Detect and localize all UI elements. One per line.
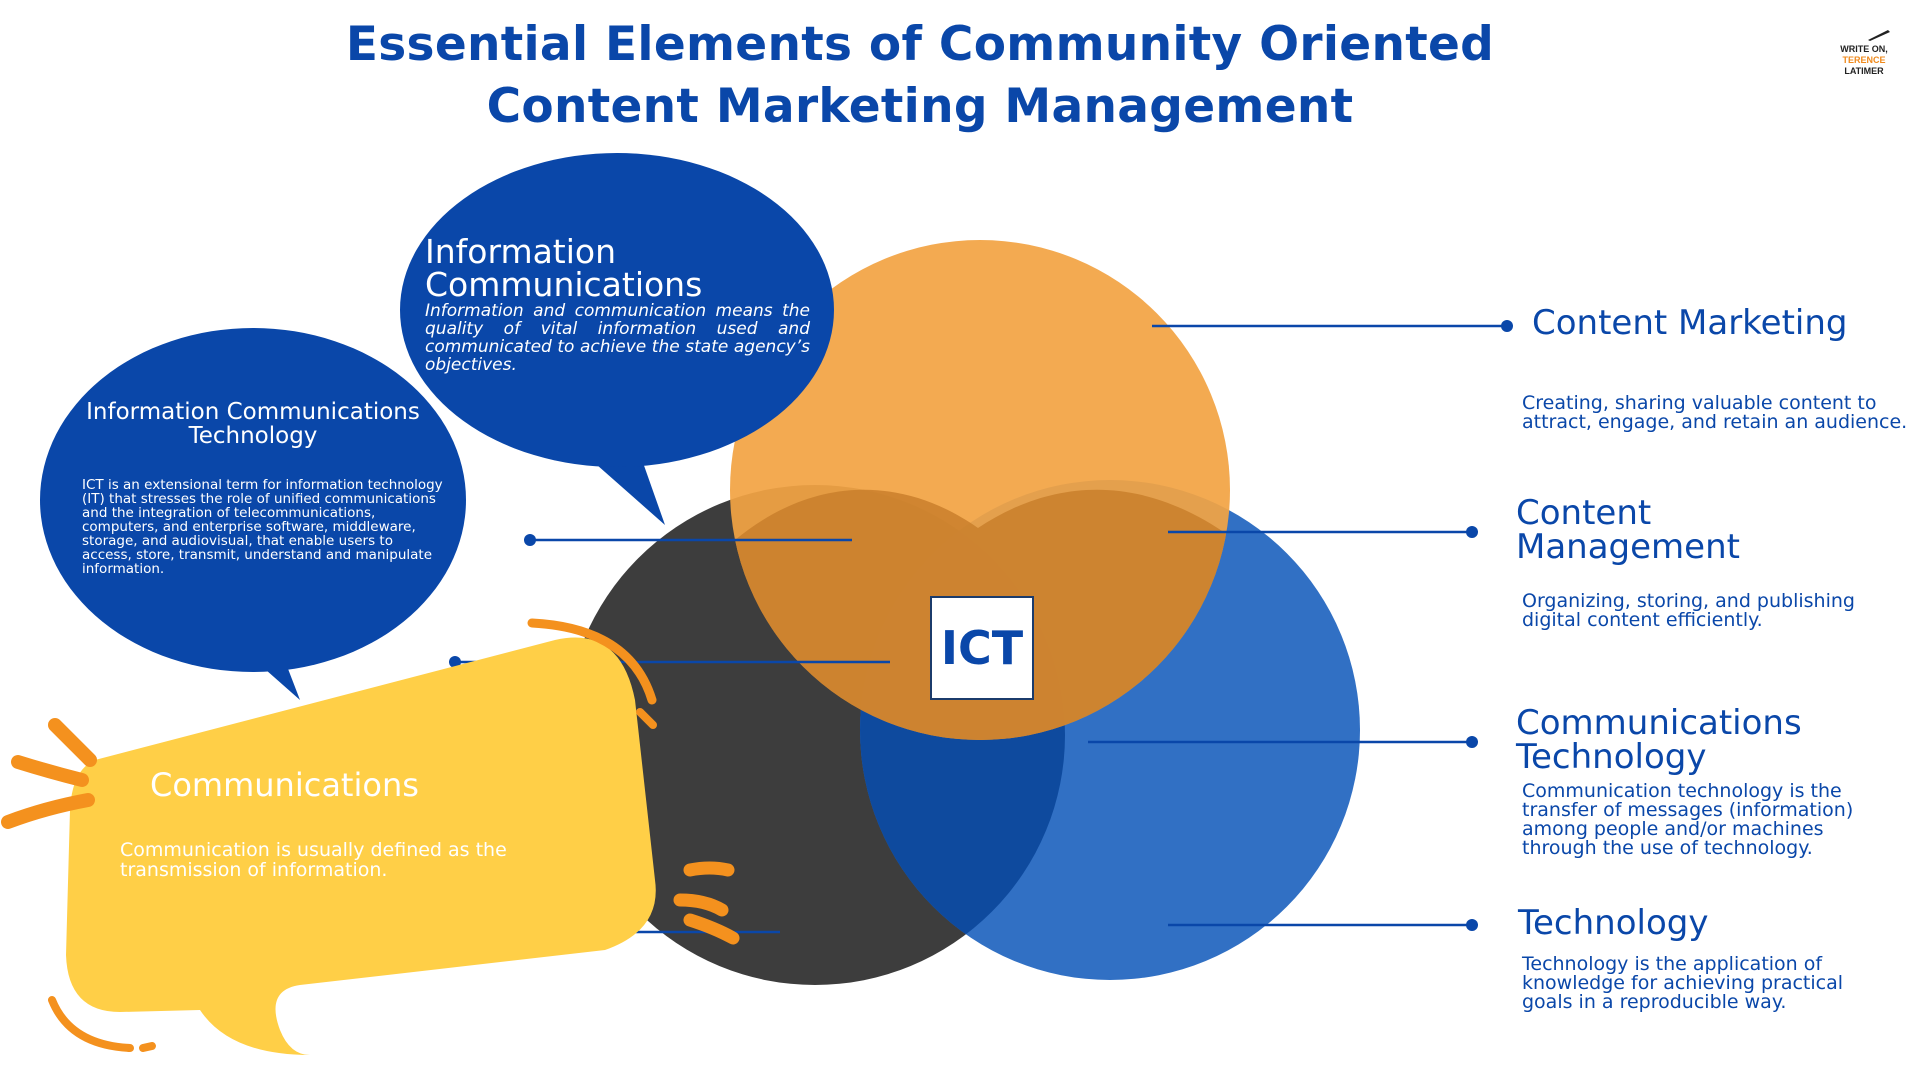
brand-logo: WRITE ON, TERENCE LATIMER (1836, 30, 1892, 100)
logo-line-3: LATIMER (1844, 66, 1884, 76)
communications-title: Communications (150, 766, 419, 804)
communications-bubble (66, 637, 656, 1055)
connector-dot (1501, 320, 1513, 332)
accent-strokes (1, 618, 740, 1052)
ict-speech-bubble (40, 328, 466, 672)
technology-title: Technology (1518, 903, 1709, 943)
pen-icon (1868, 30, 1890, 41)
connector-dot (524, 534, 536, 546)
content-management-title: Content Management (1516, 493, 1740, 567)
info-comm-title: Information Communications (425, 232, 703, 304)
connector-dot (1466, 919, 1478, 931)
connector-dot (449, 656, 461, 668)
logo-line-1: WRITE ON, (1840, 44, 1888, 54)
info-comm-body: Information and communication means the … (425, 301, 810, 375)
info-comm-speech-bubble (400, 153, 834, 467)
page-title: Essential Elements of Community Oriented… (240, 14, 1600, 138)
title-line-1: Essential Elements of Community Oriented (345, 17, 1495, 72)
title-line-2: Content Marketing Management (486, 79, 1354, 134)
ict-bubble-title: Information Communications Technology (86, 399, 420, 449)
content-marketing-title: Content Marketing (1532, 303, 1848, 343)
communications-technology-title: Communications Technology (1516, 703, 1802, 777)
communications-body: Communication is usually defined as the … (120, 839, 507, 881)
content-management-desc: Organizing, storing, and publishing digi… (1522, 590, 1855, 631)
connector-dot (1466, 736, 1478, 748)
content-marketing-desc: Creating, sharing valuable content to at… (1522, 392, 1908, 433)
logo-line-2: TERENCE (1842, 55, 1886, 65)
ict-center-label: ICT (930, 596, 1034, 700)
communications-technology-desc: Communication technology is the transfer… (1522, 780, 1854, 859)
connector-dot (1466, 526, 1478, 538)
technology-desc: Technology is the application of knowled… (1522, 953, 1844, 1013)
ict-bubble-body: ICT is an extensional term for informati… (82, 477, 443, 577)
